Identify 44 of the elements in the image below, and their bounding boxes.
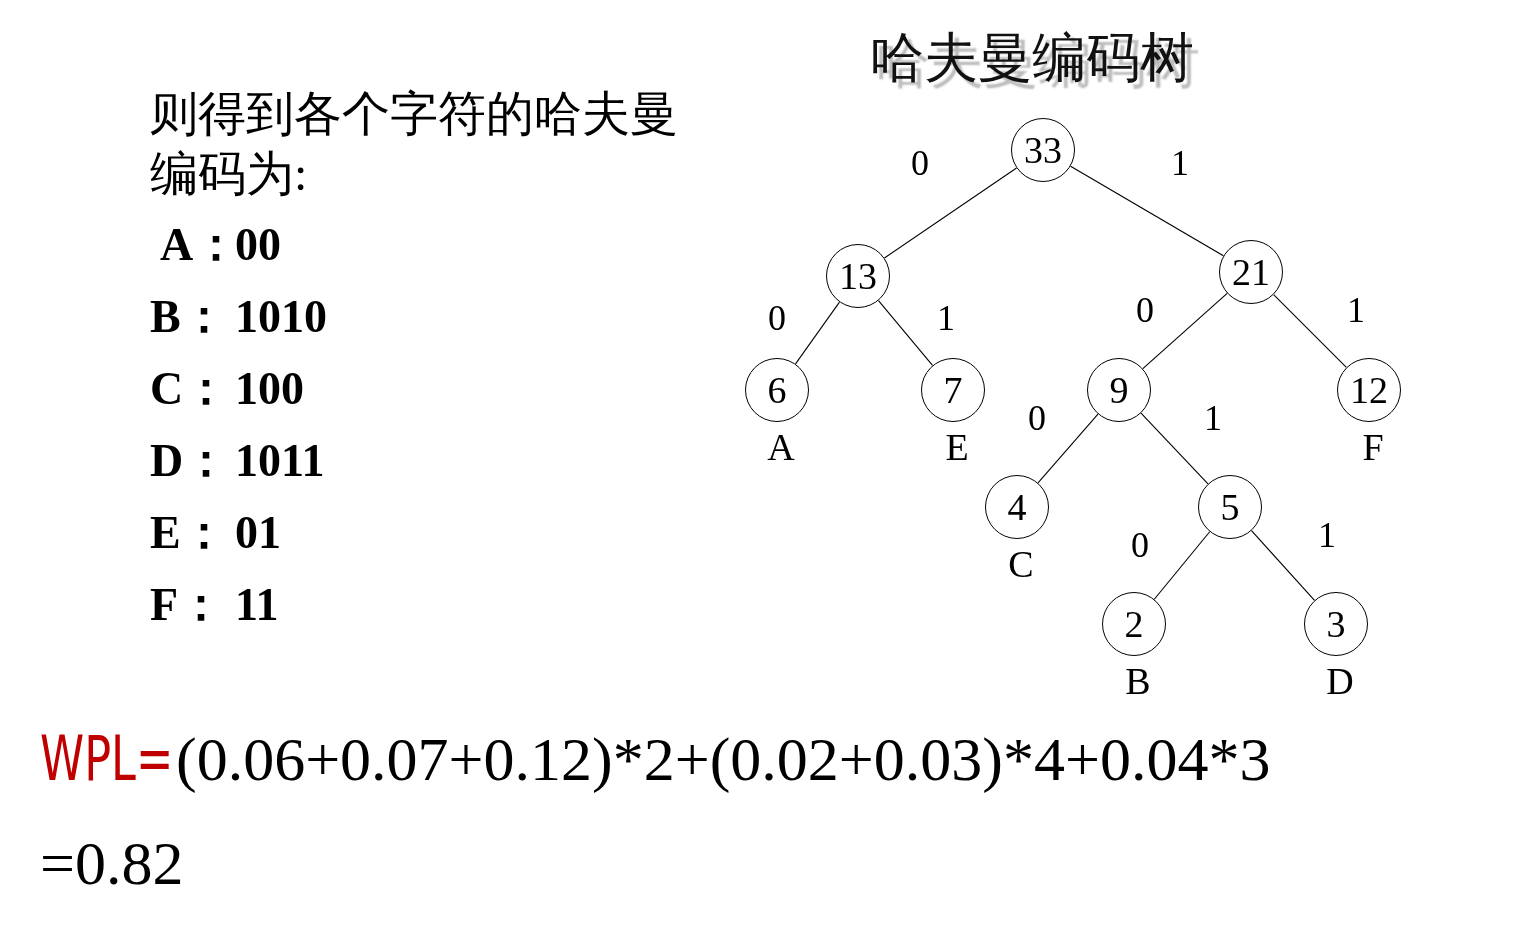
node-weight: 2 <box>1124 605 1144 643</box>
leaf-character: F <box>1362 428 1384 466</box>
code-letter: F： <box>150 582 225 628</box>
tree-edge <box>1070 165 1224 257</box>
tree-edge <box>877 300 934 366</box>
tree-edge <box>1037 413 1099 484</box>
node-weight: 33 <box>1024 131 1062 169</box>
node-weight: 4 <box>1007 488 1027 526</box>
code-value: 01 <box>235 510 281 556</box>
node-weight: 7 <box>943 371 963 409</box>
code-value: 100 <box>235 366 304 412</box>
node-weight: 12 <box>1350 371 1388 409</box>
tree-edge <box>1142 292 1228 370</box>
node-weight: 21 <box>1232 253 1270 291</box>
code-letter: B： <box>150 294 227 340</box>
tree-edge <box>1273 294 1347 368</box>
code-letter: E： <box>150 510 227 556</box>
tree-node-circle <box>1219 240 1283 304</box>
node-weight: 13 <box>839 257 877 295</box>
node-weight: 5 <box>1220 488 1240 526</box>
tree-edge <box>883 167 1018 259</box>
node-weight: 3 <box>1326 605 1346 643</box>
diagram-title: 哈夫曼编码树 <box>870 27 1194 90</box>
node-weight: 9 <box>1109 371 1129 409</box>
tree-node-circle <box>1198 475 1262 539</box>
intro-text: 则得到各个字符的哈夫曼编码为: <box>150 86 679 202</box>
node-weight: 6 <box>767 371 787 409</box>
tree-edge <box>795 301 840 365</box>
tree-node-circle <box>1087 358 1151 422</box>
tree-edge <box>1140 412 1209 485</box>
leaf-character: E <box>945 428 969 466</box>
leaf-character: A <box>767 428 795 466</box>
leaf-character: B <box>1125 662 1151 700</box>
formula-result: =0.82 <box>40 832 184 894</box>
code-value: 1010 <box>235 294 327 340</box>
tree-edge <box>1250 530 1316 601</box>
code-letter: D： <box>150 438 230 484</box>
formula-label: WPL= <box>40 728 174 790</box>
code-value: 11 <box>235 582 279 628</box>
code-value: 1011 <box>235 438 325 484</box>
tree-edge <box>1153 531 1211 600</box>
leaf-character: C <box>1008 545 1034 583</box>
code-letter: C： <box>150 366 230 412</box>
leaf-character: D <box>1326 662 1354 700</box>
